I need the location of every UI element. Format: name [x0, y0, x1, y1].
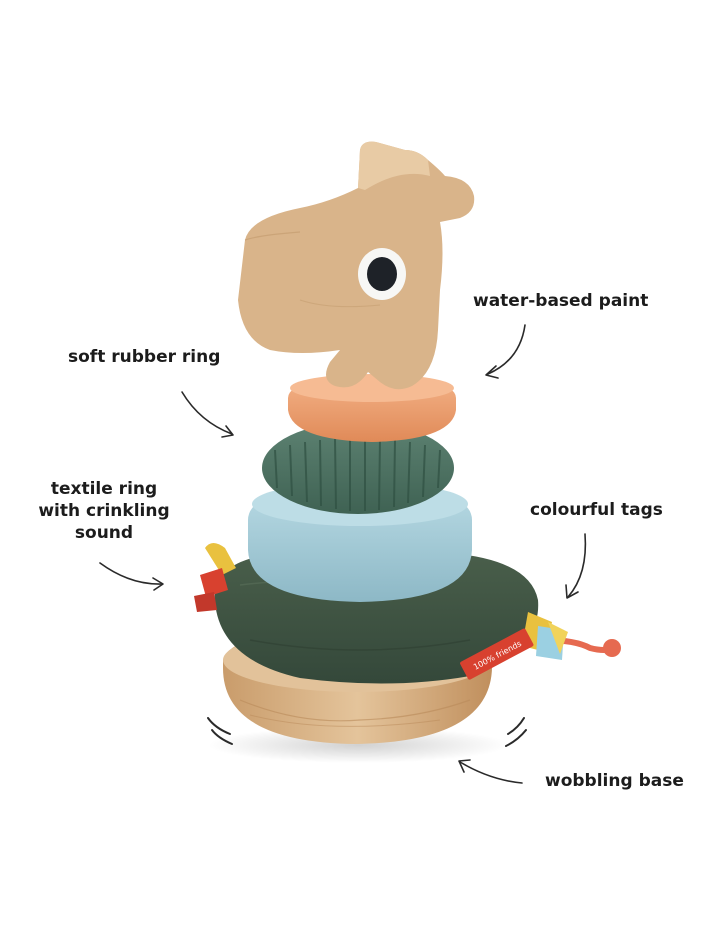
wooden-animal-head: [238, 141, 475, 390]
callout-soft-rubber-ring: soft rubber ring: [68, 347, 221, 367]
wobble-marks: [207, 717, 527, 747]
orange-ring: [288, 374, 456, 442]
arrow-wobbling-base: [458, 759, 523, 784]
arrow-colourful-tags: [565, 533, 587, 599]
cord-knot: [603, 639, 621, 657]
callout-textile-ring-line1: textile ring: [50, 479, 158, 499]
callout-wobbling-base: wobbling base: [545, 771, 684, 791]
green-rubber-ring: [262, 422, 454, 514]
callout-colourful-tags: colourful tags: [530, 500, 663, 520]
callout-textile-ring: textile ring with crinkling sound: [34, 478, 174, 544]
callout-textile-ring-line2: with crinkling: [38, 501, 170, 521]
callout-water-based-paint: water-based paint: [473, 291, 649, 311]
left-tags: [194, 543, 236, 612]
arrow-soft-rubber-ring: [181, 391, 234, 438]
callout-textile-ring-line3: sound: [74, 523, 134, 543]
arrow-water-based-paint: [485, 324, 526, 379]
arrow-textile-ring: [99, 562, 164, 591]
floor-shadow: [208, 727, 508, 763]
eye-pupil: [367, 257, 397, 291]
